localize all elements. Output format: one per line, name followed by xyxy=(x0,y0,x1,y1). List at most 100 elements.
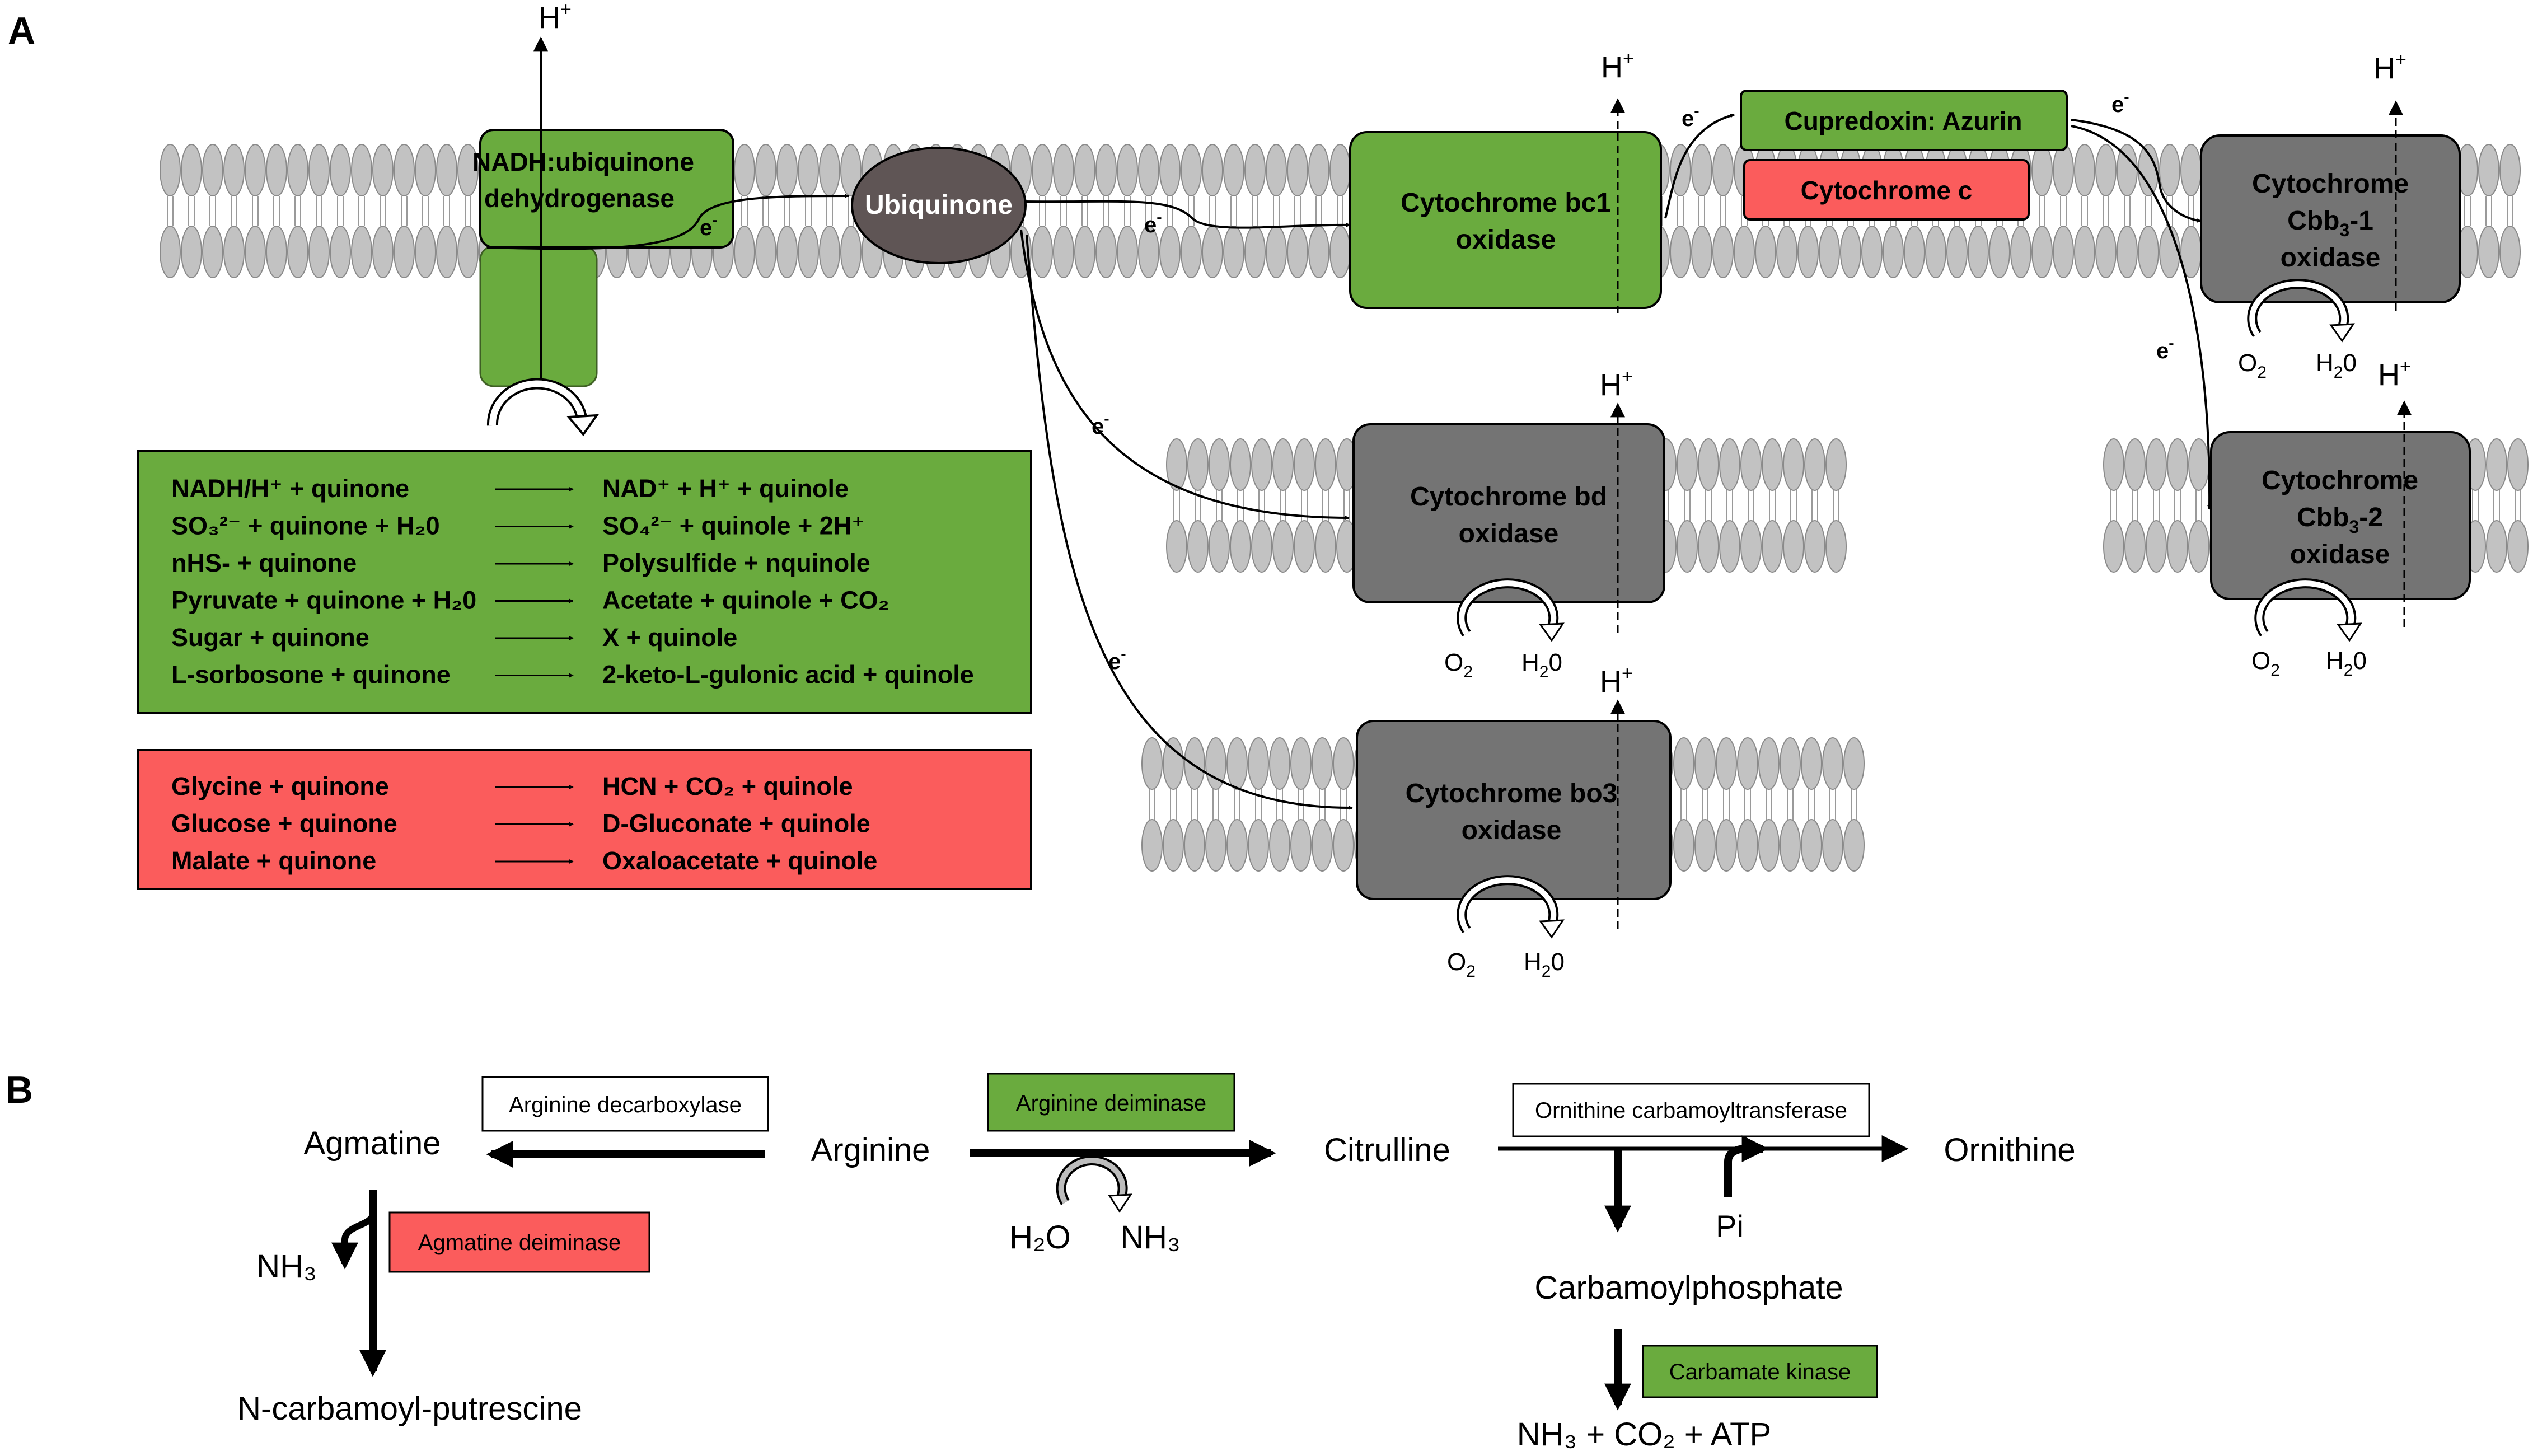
electron-label-3: e- xyxy=(1092,410,1109,439)
cycle-arrowhead xyxy=(2337,622,2362,642)
oxygen-base: O xyxy=(2251,647,2270,675)
cytochrome-c-box xyxy=(1743,159,2030,221)
proton-label-cbb3-2: H+ xyxy=(2378,356,2411,392)
ubiquinone-ellipse xyxy=(851,147,1027,264)
arrow-agmatine-nh3 xyxy=(331,1212,376,1270)
water-sub: 2 xyxy=(2334,363,2343,382)
lipid-head xyxy=(181,144,202,196)
cytochrome-bc1-box xyxy=(1349,131,1662,309)
oxygen-base: O xyxy=(1447,948,1466,976)
cbb3-1-label-3: oxidase xyxy=(2281,243,2381,273)
lipid-head xyxy=(2074,226,2095,278)
lipid-head xyxy=(1762,438,1783,491)
lipid-head xyxy=(1141,737,1163,790)
water-sub: 2 xyxy=(1542,962,1551,981)
lipid-head xyxy=(1163,819,1184,872)
cycle-arrowhead xyxy=(1539,919,1565,939)
lipid-head xyxy=(1244,226,1266,278)
lipid-head xyxy=(1822,819,1843,872)
lipid-head xyxy=(2103,438,2124,491)
lipid-head xyxy=(1248,737,1269,790)
lipid-head xyxy=(1223,144,1244,196)
lipid-head xyxy=(245,144,266,196)
lipid-head xyxy=(2053,226,2074,278)
green-reaction-right: Acetate + quinole + CO₂ xyxy=(602,586,889,615)
proton-label-bd: H+ xyxy=(1600,366,1633,402)
lipid-head xyxy=(1716,737,1737,790)
lipid-head xyxy=(1287,226,1308,278)
lipid-head xyxy=(1734,226,1755,278)
green-reaction-left: Sugar + quinone xyxy=(171,623,369,652)
electron-label-6: e- xyxy=(2111,88,2129,117)
n-carbamoyl-putrescine-label: N-carbamoyl-putrescine xyxy=(237,1391,582,1427)
oxygen-base: O xyxy=(2238,349,2257,377)
lipid-head xyxy=(2159,226,2180,278)
lipid-head xyxy=(1819,226,1840,278)
lipid-head xyxy=(1187,520,1209,573)
lipid-head xyxy=(1804,438,1825,491)
lipid-head xyxy=(266,144,287,196)
lipid-head xyxy=(734,144,755,196)
ornithine-carbamoyltransferase-box xyxy=(1512,1083,1870,1137)
ornithine-label: Ornithine xyxy=(1944,1132,2075,1168)
cbb3-2-label-3: oxidase xyxy=(2290,540,2390,569)
lipid-head xyxy=(1989,226,2010,278)
lipid-head xyxy=(1166,438,1187,491)
green-reaction-left: NADH/H⁺ + quinone xyxy=(171,474,409,503)
cytochrome-bo3-label-2: oxidase xyxy=(1462,816,1562,845)
lipid-head xyxy=(1269,819,1290,872)
lipid-head xyxy=(1294,438,1315,491)
lipid-head xyxy=(1290,819,1312,872)
water-tail: 0 xyxy=(1551,948,1564,976)
nadh-cycle-arrow-outer xyxy=(486,378,588,426)
green-reaction-right: NAD⁺ + H⁺ + quinole xyxy=(602,474,849,503)
red-reaction-left: Malate + quinone xyxy=(171,846,376,875)
lipid-head xyxy=(1226,737,1248,790)
lipid-head xyxy=(2138,226,2159,278)
lipid-head xyxy=(1694,737,1716,790)
lipid-head xyxy=(1266,144,1287,196)
cycle-arrowhead xyxy=(2329,323,2355,343)
lipid-head xyxy=(1740,438,1762,491)
lipid-head xyxy=(2499,144,2521,196)
lipid-head xyxy=(308,226,330,278)
oxygen-sub: 2 xyxy=(1466,962,1476,981)
lipid-head xyxy=(436,226,457,278)
nadh-dehydrogenase-label-1: NADH:ubiquinone xyxy=(472,147,694,176)
electron-arrow-ubiquinone-bo3 xyxy=(1026,235,1353,811)
lipid-head xyxy=(2188,438,2209,491)
cytochrome-bc1: Cytochrome bc1 oxidase H+ xyxy=(1349,48,1662,313)
green-reaction-left: SO₃²⁻ + quinone + H₂0 xyxy=(171,512,440,540)
cytochrome-bc1-label-2: oxidase xyxy=(1456,225,1556,255)
cycle-arrow-inner xyxy=(1459,877,1557,932)
lipid-head xyxy=(1205,819,1226,872)
cycle-arrow-inner xyxy=(2256,580,2354,635)
lipid-head xyxy=(1698,438,1719,491)
red-reaction-right: HCN + CO₂ + quinole xyxy=(602,772,853,800)
lipid-head xyxy=(1141,819,1163,872)
lipid-head xyxy=(2053,144,2074,196)
carbamoylphosphate-label: Carbamoylphosphate xyxy=(1534,1270,1843,1306)
lipid-head xyxy=(1315,520,1336,573)
lipid-head xyxy=(1691,226,1712,278)
lipid-head xyxy=(415,226,436,278)
electron-label-4: e- xyxy=(1108,645,1126,674)
lipid-head xyxy=(415,144,436,196)
lipid-head xyxy=(1248,819,1269,872)
proton-label-cbb3-1: H+ xyxy=(2373,49,2406,85)
cytochrome-bd-box xyxy=(1352,423,1665,603)
oxygen-sub: 2 xyxy=(2270,661,2280,680)
oxygen-sub: 2 xyxy=(1463,663,1473,681)
lipid-head xyxy=(2507,520,2529,573)
lipid-head xyxy=(1968,226,1989,278)
lipid-head xyxy=(1266,226,1287,278)
lipid-head xyxy=(202,144,223,196)
lipid-head xyxy=(1843,819,1865,872)
lipid-head xyxy=(1294,520,1315,573)
lipid-head xyxy=(1244,144,1266,196)
